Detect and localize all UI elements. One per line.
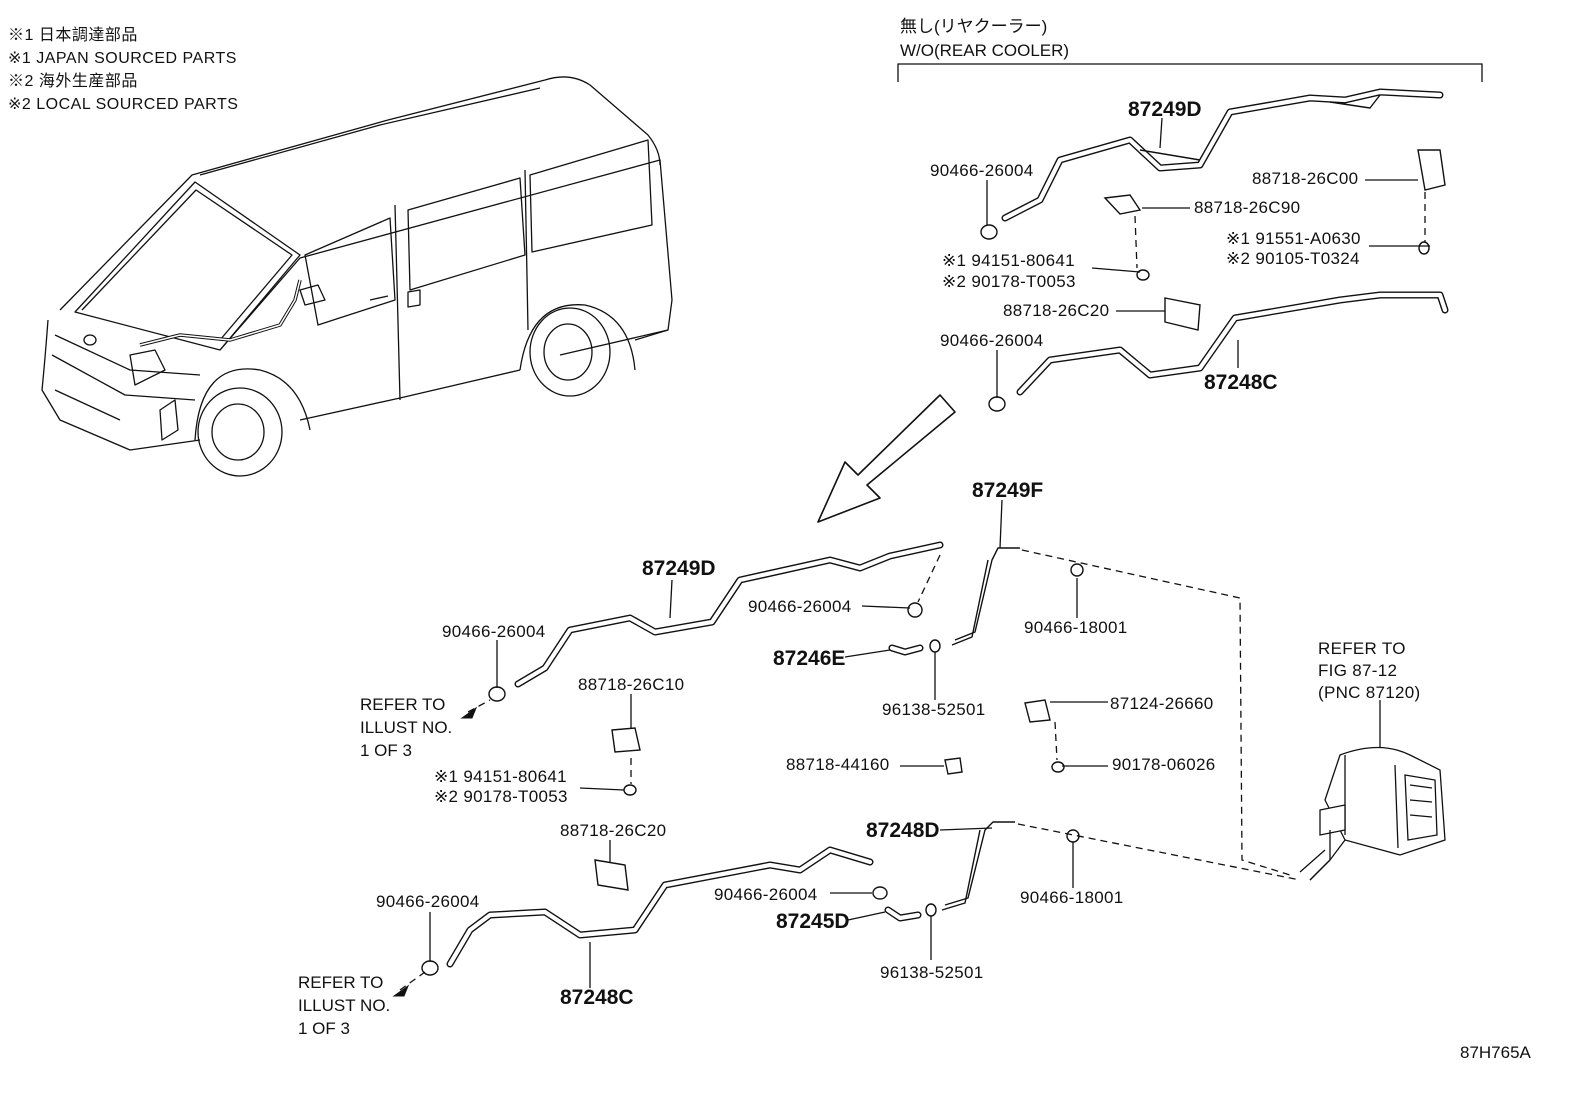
refer-lower: REFER TO ILLUST NO. 1 OF 3	[298, 973, 410, 1038]
refer-upper-line-1: REFER TO	[360, 695, 445, 714]
label-90466-26004-top-a: 90466-26004	[930, 161, 1034, 180]
label-87246e: 87246E	[773, 647, 845, 670]
sourcing-notes: ※1 日本調達部品 ※1 JAPAN SOURCED PARTS ※2 海外生産…	[8, 26, 238, 113]
refer-upper: REFER TO ILLUST NO. 1 OF 3	[360, 695, 478, 760]
label-90466-26004-b: 90466-26004	[748, 597, 852, 616]
label-87245d: 87245D	[776, 910, 850, 933]
note-line-3: ※2 海外生産部品	[8, 72, 138, 90]
label-88718-26c00: 88718-26C00	[1252, 169, 1358, 188]
main-pipe-87248c	[446, 846, 874, 968]
label-88718-26c90: 88718-26C90	[1194, 198, 1300, 217]
refer-lower-line-2: ILLUST NO.	[298, 996, 390, 1015]
top-pipe-87249d	[1001, 88, 1444, 222]
label-94151-80641-top: ※1 94151-80641	[942, 251, 1075, 270]
refer-lower-arrow	[392, 984, 410, 997]
refer-fig-line-2: FIG 87-12	[1318, 661, 1397, 680]
heater-unit	[1299, 746, 1446, 881]
main-parts	[421, 563, 1084, 976]
label-87249d-top: 87249D	[1128, 98, 1202, 121]
main-dashed-lines	[399, 549, 1301, 991]
main-leaders	[429, 499, 1381, 988]
note-line-1: ※1 日本調達部品	[8, 26, 138, 44]
label-90466-18001-a: 90466-18001	[1024, 618, 1128, 637]
direction-arrow	[817, 394, 956, 523]
refer-upper-arrow	[460, 706, 478, 719]
label-90178-t0053-top: ※2 90178-T0053	[942, 272, 1076, 291]
label-88718-44160: 88718-44160	[786, 755, 890, 774]
label-94151-80641-main: ※1 94151-80641	[434, 767, 567, 786]
label-90178-t0053-main: ※2 90178-T0053	[434, 787, 568, 806]
van-illustration	[41, 76, 673, 477]
label-88718-26c20-main: 88718-26C20	[560, 821, 666, 840]
figure-id: 87H765A	[1460, 1043, 1532, 1062]
label-87248c-top: 87248C	[1204, 371, 1278, 394]
label-87124-26660: 87124-26660	[1110, 694, 1214, 713]
label-90466-26004-top-b: 90466-26004	[940, 331, 1044, 350]
label-90178-06026: 90178-06026	[1112, 755, 1216, 774]
variant-header: 無し(リヤクーラー) W/O(REAR COOLER)	[897, 17, 1483, 82]
label-90466-18001-b: 90466-18001	[1020, 888, 1124, 907]
label-90466-26004-a: 90466-26004	[442, 622, 546, 641]
label-90466-26004-c: 90466-26004	[714, 885, 818, 904]
refer-lower-line-3: 1 OF 3	[298, 1019, 350, 1038]
label-87249f: 87249F	[972, 479, 1043, 502]
note-line-4: ※2 LOCAL SOURCED PARTS	[8, 96, 238, 113]
main-hoses	[884, 644, 924, 922]
label-90105-t0324: ※2 90105-T0324	[1226, 249, 1360, 268]
refer-fig: REFER TO FIG 87-12 (PNC 87120)	[1318, 639, 1421, 702]
label-87248c-main: 87248C	[560, 986, 634, 1009]
top-pipe-87248c	[1016, 291, 1449, 396]
variant-label-en: W/O(REAR COOLER)	[900, 41, 1069, 60]
refer-upper-line-2: ILLUST NO.	[360, 718, 452, 737]
label-96138-52501-b: 96138-52501	[880, 963, 984, 982]
label-88718-26c10: 88718-26C10	[578, 675, 684, 694]
variant-label-jp: 無し(リヤクーラー)	[900, 17, 1047, 36]
top-labels: 87249D 90466-26004 88718-26C00 88718-26C…	[930, 98, 1361, 394]
top-leaders	[986, 117, 1430, 398]
label-87249d-main: 87249D	[642, 557, 716, 580]
label-96138-52501-a: 96138-52501	[882, 700, 986, 719]
main-pipe-87248d	[941, 821, 1015, 911]
label-91551-a0630: ※1 91551-A0630	[1226, 229, 1361, 248]
top-parts	[980, 149, 1446, 412]
note-line-2: ※1 JAPAN SOURCED PARTS	[8, 50, 237, 67]
label-87248d: 87248D	[866, 819, 940, 842]
main-pipe-87249d	[514, 541, 944, 688]
label-90466-26004-d: 90466-26004	[376, 892, 480, 911]
refer-upper-line-3: 1 OF 3	[360, 741, 412, 760]
variant-bracket	[897, 63, 1483, 82]
main-pipe-87249f	[951, 547, 1020, 646]
refer-fig-line-3: (PNC 87120)	[1318, 683, 1421, 702]
label-88718-26c20-top: 88718-26C20	[1003, 301, 1109, 320]
refer-lower-line-1: REFER TO	[298, 973, 383, 992]
refer-fig-line-1: REFER TO	[1318, 639, 1406, 658]
main-labels: 87249F 87249D 90466-26004 90466-26004 87…	[376, 479, 1216, 1009]
